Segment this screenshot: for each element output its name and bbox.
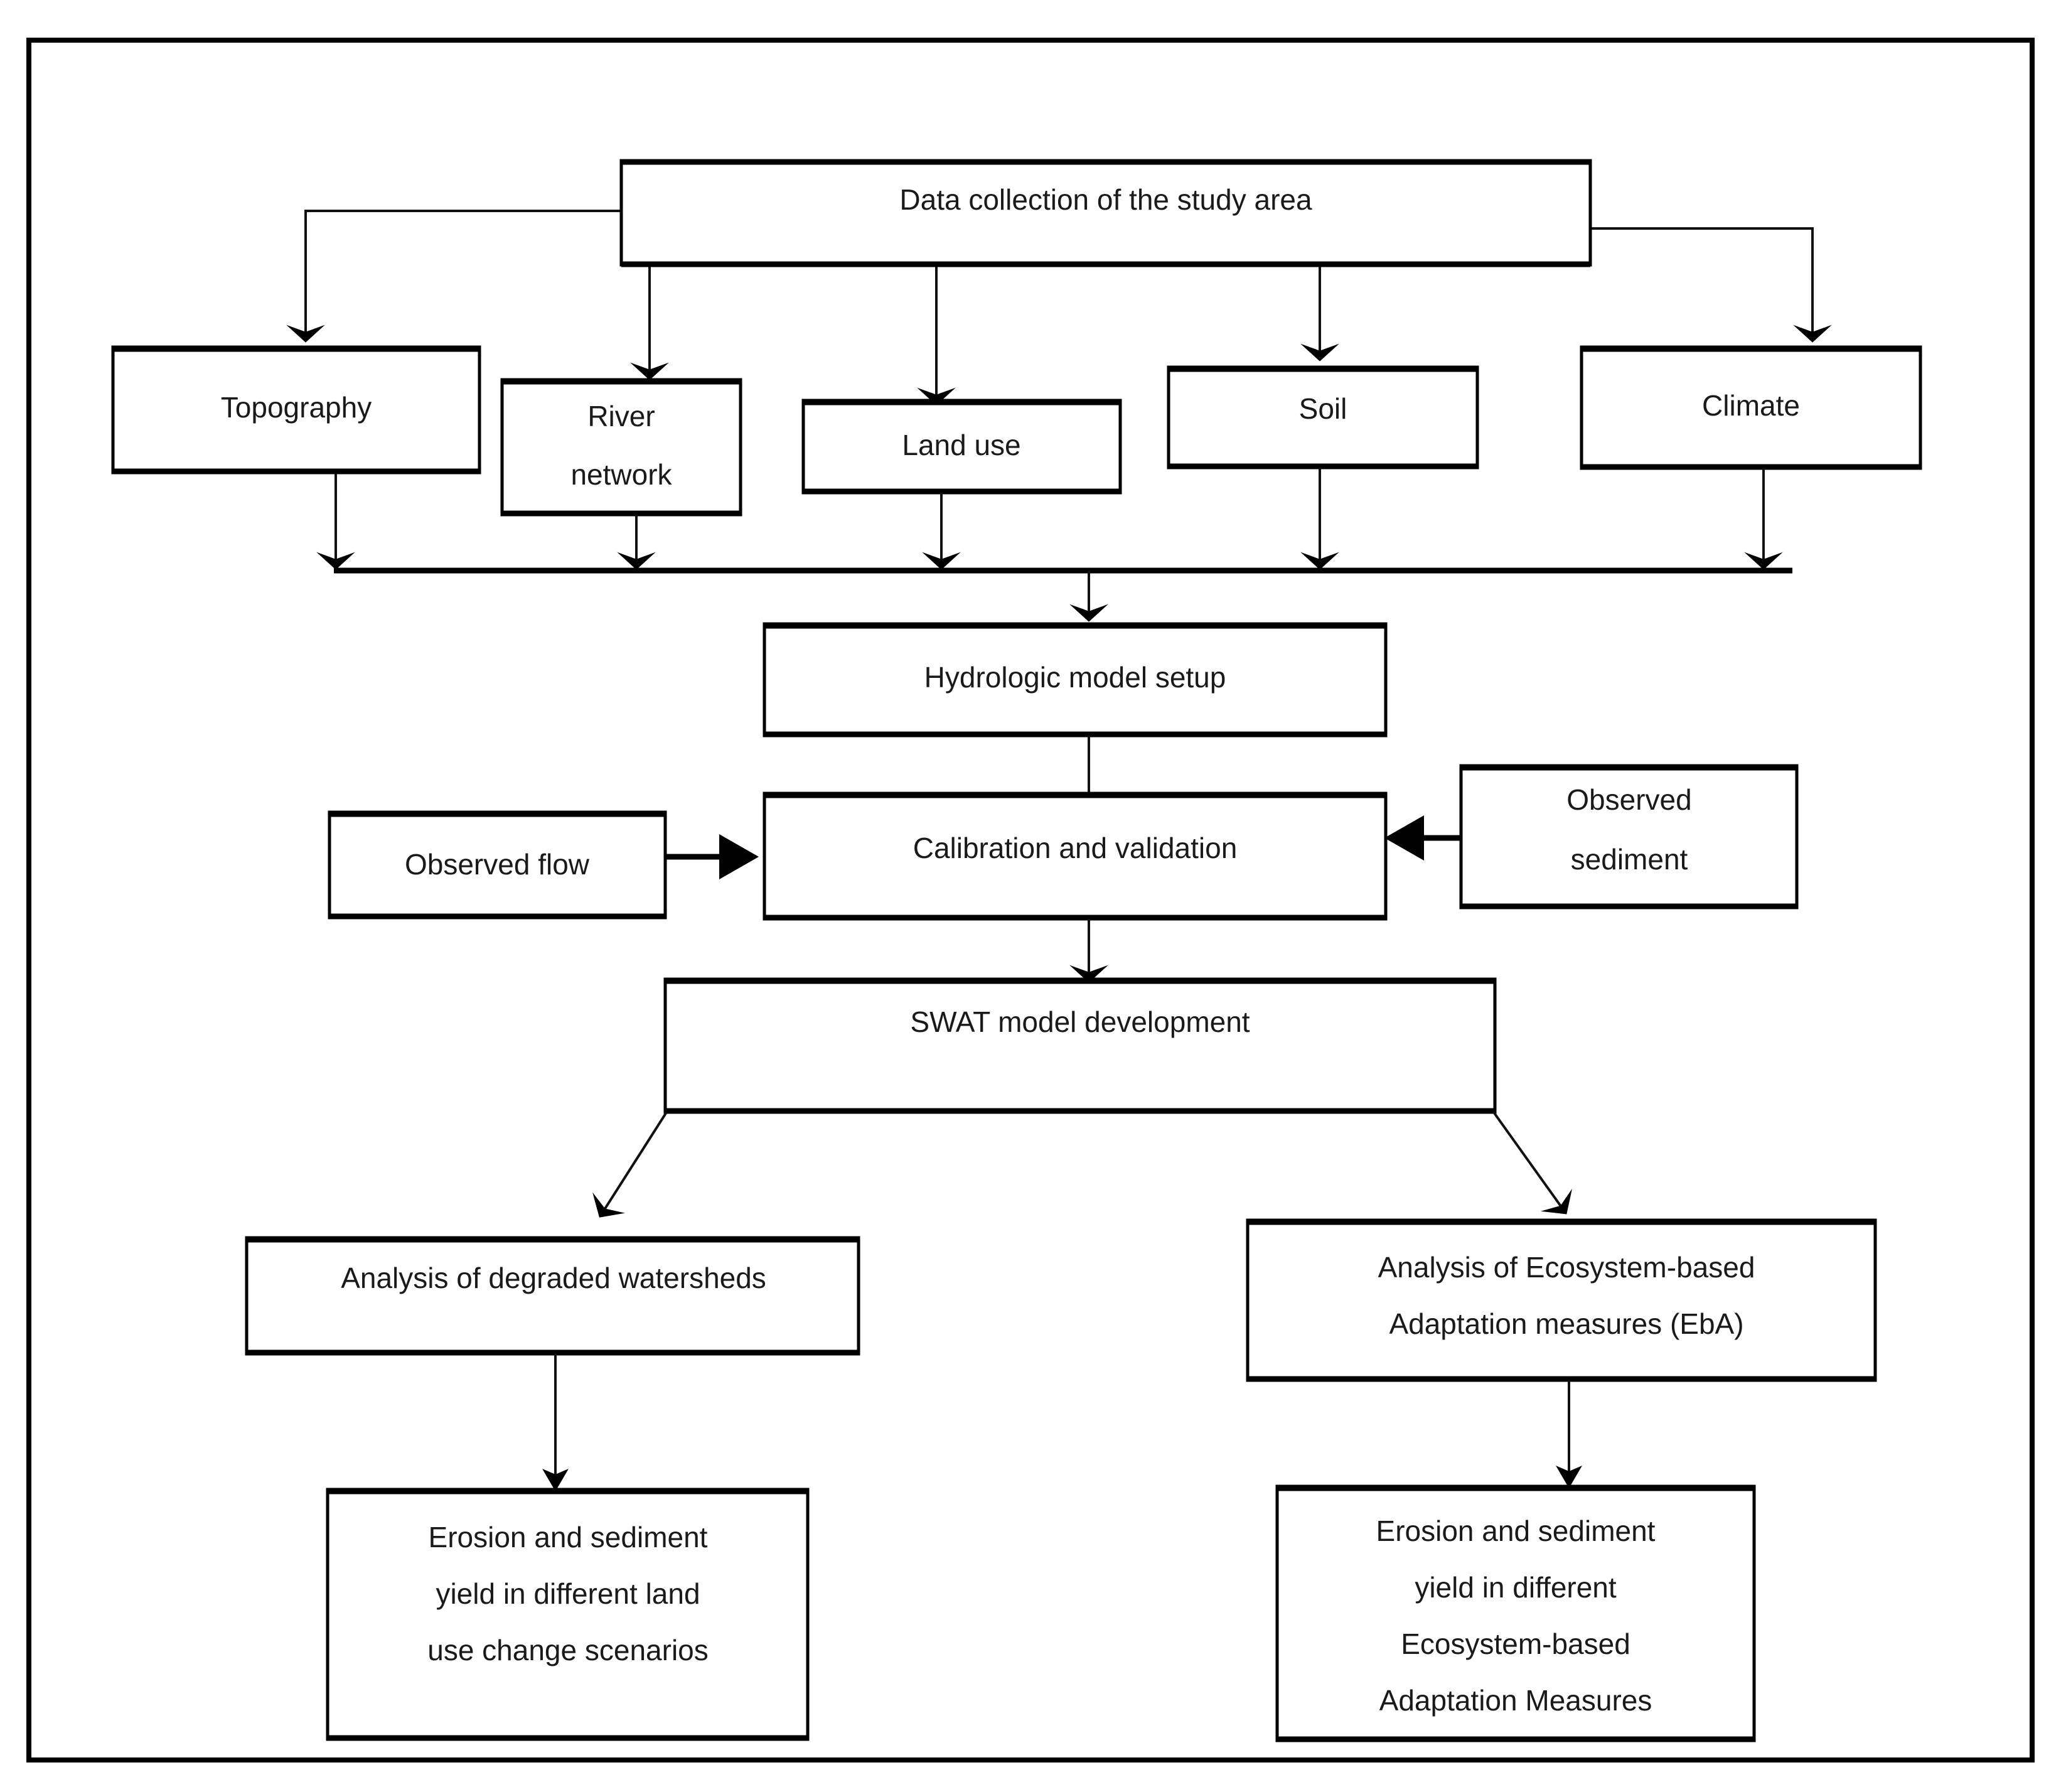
connector-datacollection-to-climate [1590,227,1832,343]
node-erosion-landuse-scenarios[interactable]: Erosion and sediment yield in different … [326,1488,810,1741]
node-climate[interactable]: Climate [1580,345,1922,470]
node-topography-label: Topography [221,391,372,424]
node-erosion-landuse-label-line2: yield in different land [436,1577,700,1610]
connector-swat-to-analysis-degraded [592,1111,668,1218]
node-river-network-label-line2: network [570,458,672,491]
node-calibration-validation[interactable]: Calibration and validation [763,791,1388,921]
node-data-collection-label: Data collection of the study area [899,183,1312,216]
node-erosion-eba-label-line3: Ecosystem-based [1401,1628,1630,1660]
node-observed-flow[interactable]: Observed flow [328,810,667,920]
node-data-collection[interactable]: Data collection of the study area [619,159,1592,267]
node-analysis-degraded-watersheds[interactable]: Analysis of degraded watersheds [245,1236,860,1356]
node-land-use[interactable]: Land use [801,399,1122,495]
node-land-use-label: Land use [902,429,1020,461]
node-hydrologic-model-setup-label: Hydrologic model setup [924,661,1226,694]
outer-frame [26,38,2035,1762]
node-soil-label: Soil [1299,392,1347,425]
node-observed-sediment[interactable]: Observed sediment [1459,764,1799,909]
node-observed-sediment-label-line2: sediment [1571,843,1688,876]
node-swat-model-development[interactable]: SWAT model development [663,977,1497,1114]
node-erosion-eba-label-line1: Erosion and sediment [1376,1515,1656,1547]
node-erosion-eba-label-line4: Adaptation Measures [1379,1684,1652,1717]
node-analysis-eba-label-line1: Analysis of Ecosystem-based [1378,1251,1755,1284]
connector-swat-to-analysis-eba [1492,1111,1573,1215]
node-calibration-validation-label: Calibration and validation [913,832,1238,864]
node-analysis-eba-label-line2: Adaptation measures (EbA) [1389,1307,1743,1340]
node-erosion-landuse-label-line1: Erosion and sediment [429,1521,708,1553]
node-observed-sediment-label-line1: Observed [1566,783,1691,816]
node-erosion-landuse-label-line3: use change scenarios [427,1634,709,1666]
node-analysis-eba[interactable]: Analysis of Ecosystem-based Adaptation m… [1246,1218,1877,1382]
node-swat-model-development-label: SWAT model development [910,1006,1250,1038]
node-hydrologic-model-setup[interactable]: Hydrologic model setup [763,622,1388,738]
node-analysis-degraded-watersheds-label: Analysis of degraded watersheds [341,1262,766,1294]
connector-datacollection-to-topography [286,210,621,343]
node-river-network-label-line1: River [587,400,655,432]
node-soil[interactable]: Soil [1167,365,1479,469]
node-observed-flow-label: Observed flow [405,848,590,881]
node-erosion-eba-measures[interactable]: Erosion and sediment yield in different … [1275,1484,1756,1742]
node-erosion-eba-label-line2: yield in different [1415,1571,1617,1604]
node-topography[interactable]: Topography [111,345,481,475]
node-climate-label: Climate [1702,389,1800,422]
node-river-network[interactable]: River network [500,378,742,517]
